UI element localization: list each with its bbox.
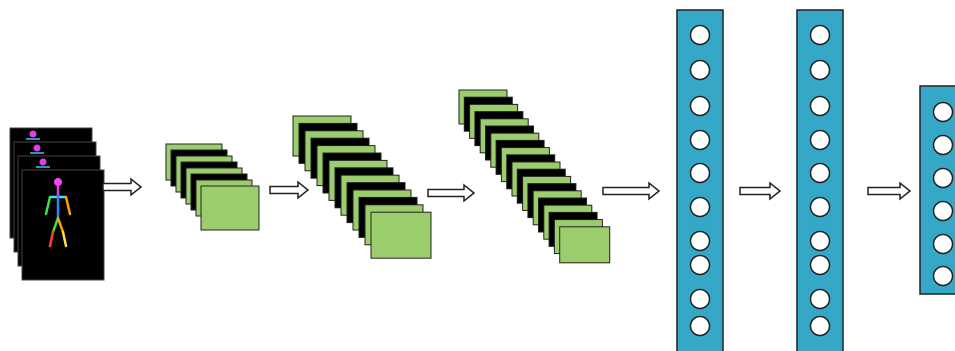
skeleton-bone [48,230,55,248]
neuron-icon [689,59,711,81]
feature-map [559,226,611,264]
conv-stack-1 [165,143,260,231]
skeleton-joint [54,178,62,186]
neuron-icon [932,233,954,255]
neuron-icon [809,129,831,151]
neuron-icon [932,265,954,287]
neuron-icon [689,254,711,276]
feature-map [370,211,432,259]
skeleton-joint [29,130,37,138]
neuron-icon [689,230,711,252]
neuron-icon [689,24,711,46]
dense-layer-1 [676,9,724,351]
neuron-icon [932,200,954,222]
neuron-icon [809,254,831,276]
hollow-right-arrow-icon [269,180,310,200]
neuron-icon [809,230,831,252]
skeleton-joint [33,144,41,152]
neuron-icon [809,196,831,218]
output-layer [919,85,955,295]
neuron-icon [932,101,954,123]
neuron-icon [809,288,831,310]
skeleton-frame [21,169,105,281]
conv-stack-2 [292,115,432,259]
neuron-icon [932,134,954,156]
dense-layer-2 [796,9,844,351]
neuron-icon [809,95,831,117]
feature-map [200,185,260,231]
neuron-icon [932,167,954,189]
skeleton-bone [51,216,60,234]
hollow-right-arrow-icon [867,181,912,201]
skeleton-bone [61,230,68,248]
neuron-icon [689,288,711,310]
conv-stack-3 [458,89,611,264]
skeleton-bone [44,195,52,216]
neuron-icon [809,162,831,184]
neuron-icon [689,129,711,151]
skeleton-bone [64,195,72,216]
neuron-icon [689,162,711,184]
neuron-icon [689,95,711,117]
hollow-right-arrow-icon [427,183,476,203]
neuron-icon [809,59,831,81]
neuron-icon [689,196,711,218]
hollow-right-arrow-icon [102,177,143,197]
neuron-icon [809,24,831,46]
input-skeleton-frames [9,127,105,281]
skeleton-joint [39,158,47,166]
skeleton-bone [56,216,65,234]
hollow-right-arrow-icon [602,181,661,201]
dense-layer-box [919,85,955,295]
neuron-icon [689,315,711,337]
neuron-icon [809,315,831,337]
hollow-right-arrow-icon [739,181,782,201]
